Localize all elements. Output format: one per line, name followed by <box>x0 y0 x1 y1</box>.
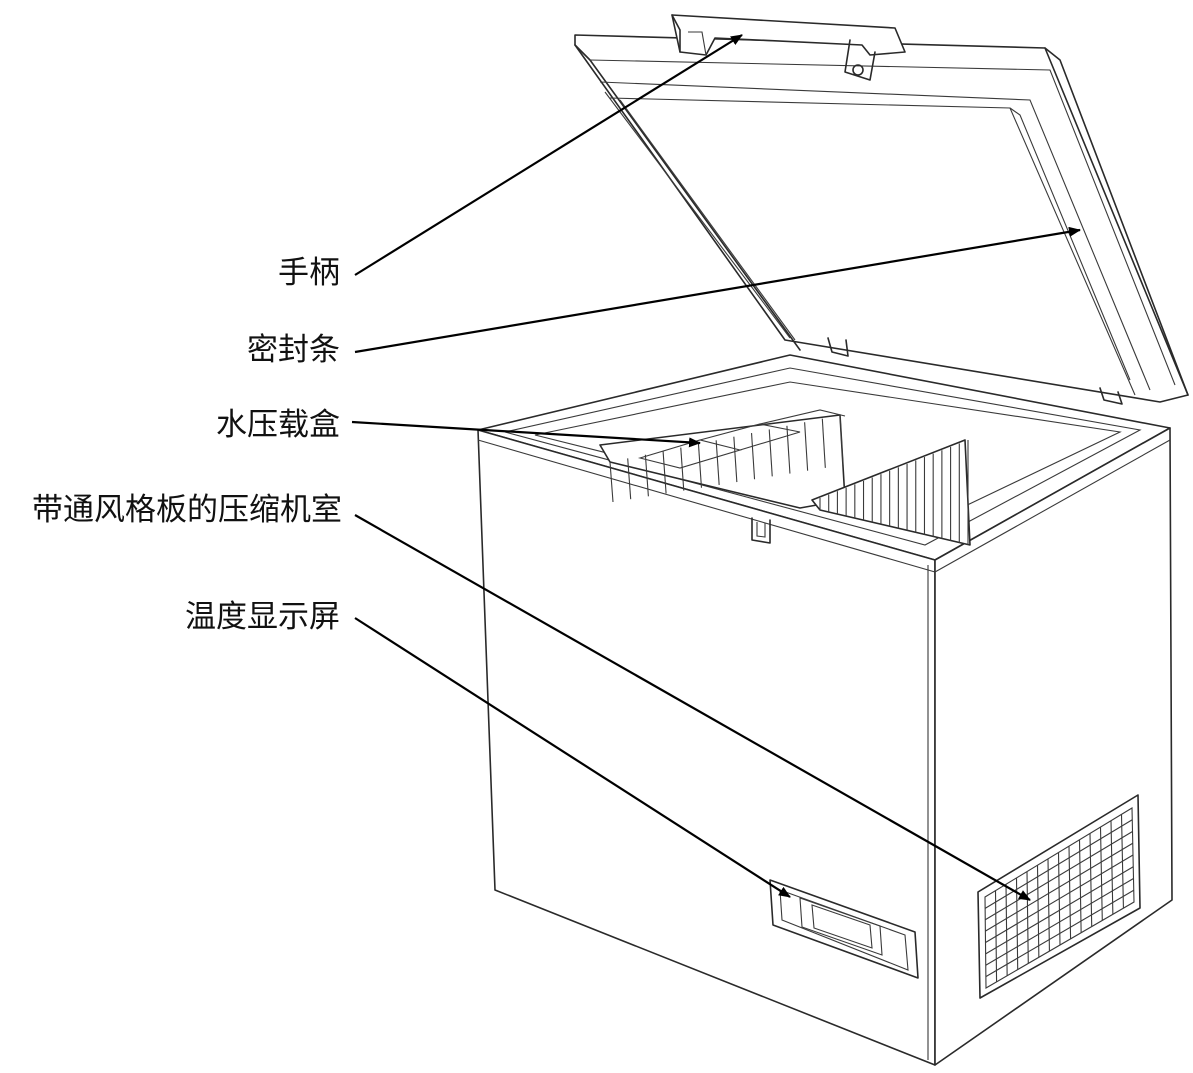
grille-bar <box>985 854 1134 943</box>
label-temp-display: 温度显示屏 <box>185 599 340 635</box>
grille-bar <box>985 842 1134 932</box>
divider-slat <box>609 461 614 503</box>
divider-slat <box>750 433 756 480</box>
grille-bar <box>985 889 1135 978</box>
interior-contents <box>599 409 971 546</box>
divider-slat <box>697 443 703 488</box>
divider-slat <box>804 422 809 471</box>
grille-bar <box>985 866 1134 955</box>
arrow-temp-display <box>354 617 791 898</box>
arrow-compressor-room <box>354 514 1031 901</box>
grille-bar <box>985 878 1134 966</box>
arrow-seal <box>354 226 1081 354</box>
arrow-water-box <box>351 420 701 448</box>
label-compressor-room: 带通风格板的压缩机室 <box>32 492 342 528</box>
arrow-handle <box>354 34 743 276</box>
divider-slat <box>680 447 685 491</box>
divider-slat <box>627 458 632 500</box>
divider-slat <box>839 414 844 466</box>
grille-bar <box>984 819 1133 909</box>
divider-slat <box>733 436 738 483</box>
divider-slat <box>662 451 667 494</box>
divider-slat <box>644 454 649 497</box>
lid-handle <box>671 14 906 81</box>
freezer-lid <box>574 34 1189 405</box>
divider-slat <box>786 425 791 474</box>
divider-slat <box>768 429 773 477</box>
temperature-display-panel <box>769 879 919 979</box>
divider-slat <box>715 440 720 485</box>
label-water-box: 水压载盒 <box>216 407 340 443</box>
divider-slat <box>821 418 826 468</box>
grille-bar <box>984 831 1133 921</box>
label-seal: 密封条 <box>247 332 340 368</box>
label-handle: 手柄 <box>278 255 340 291</box>
leader-arrows <box>351 34 1081 901</box>
